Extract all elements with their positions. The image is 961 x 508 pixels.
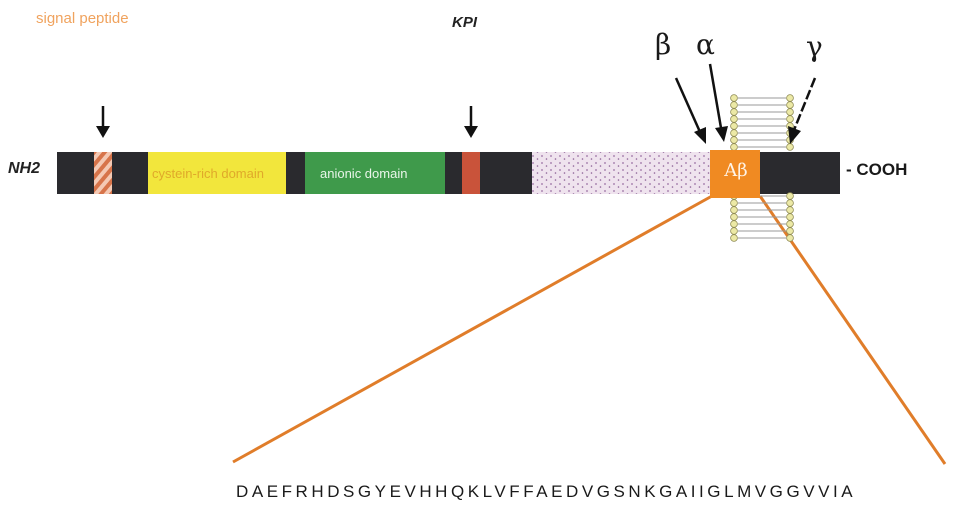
lipid-head	[731, 207, 738, 214]
abeta-sequence: DAEFRHDSGYEVHHQKLVFFAEDVGSNKGAIIGLMVGGVV…	[236, 482, 856, 502]
lipid-head	[731, 144, 738, 151]
nh2-terminus-label: NH2	[8, 160, 40, 178]
alpha-label: α	[696, 28, 715, 61]
lipid-head	[787, 102, 794, 109]
zoom-line-left	[233, 196, 712, 462]
lipid-head	[787, 109, 794, 116]
lipid-head	[731, 235, 738, 242]
signal-peptide-label: signal peptide	[36, 10, 129, 27]
lipid-head	[731, 123, 738, 130]
lipid-head	[787, 193, 794, 200]
lipid-head	[731, 130, 738, 137]
lipid-head	[787, 144, 794, 151]
kpi-arrow-icon	[464, 106, 478, 138]
gamma-label: γ	[806, 30, 823, 63]
beta-label: β	[655, 28, 671, 61]
lipid-head	[731, 109, 738, 116]
lipid-head	[787, 116, 794, 123]
lipid-head	[787, 221, 794, 228]
lipid-head	[787, 200, 794, 207]
lipid-head	[731, 95, 738, 102]
lipid-head	[731, 214, 738, 221]
lipid-head	[787, 214, 794, 221]
beta-secretase-arrow-icon	[676, 78, 706, 144]
alpha-secretase-arrow-icon	[710, 64, 728, 142]
lipid-head	[731, 221, 738, 228]
nh2-text: NH2	[8, 160, 40, 177]
anionic-domain-label: anionic domain	[320, 166, 407, 181]
abeta-label: Aβ	[713, 160, 759, 181]
lipid-head	[731, 116, 738, 123]
dotted-region	[532, 152, 710, 194]
lipid-head	[787, 228, 794, 235]
lipid-head	[787, 207, 794, 214]
signal-peptide-segment	[94, 152, 112, 194]
signal-arrow-icon	[96, 106, 110, 138]
lipid-head	[787, 235, 794, 242]
kpi-site	[462, 152, 480, 194]
lipid-head	[731, 137, 738, 144]
lipid-head	[731, 102, 738, 109]
lipid-head	[731, 228, 738, 235]
kpi-label: KPI	[452, 14, 477, 31]
lipid-head	[731, 200, 738, 207]
cysteine-domain-label: cystein-rich domain	[152, 166, 264, 181]
lipid-head	[787, 95, 794, 102]
cooh-terminus-label: - COOH	[846, 160, 907, 180]
